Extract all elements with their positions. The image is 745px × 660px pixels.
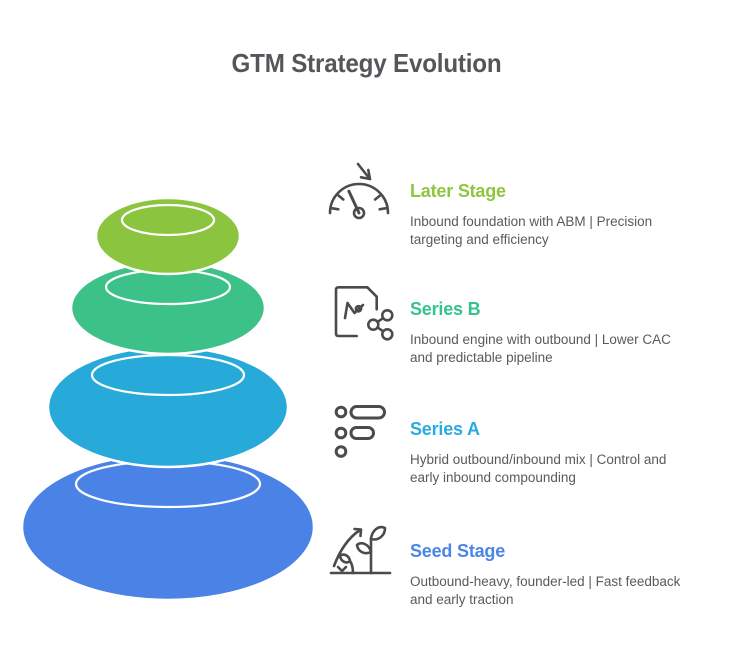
later-stage-stone-rim <box>120 203 216 237</box>
document-chart-share-icon <box>330 282 394 352</box>
series-b-stone <box>69 260 267 356</box>
stage-description: Inbound foundation with ABM | Precision … <box>410 214 653 247</box>
stage-description: Outbound-heavy, founder-led | Fast feedb… <box>410 574 681 607</box>
stage-title: Seed Stage <box>410 541 506 561</box>
stage-later-stage: Later Stage Inbound foundation with ABM … <box>410 180 710 248</box>
series-a-stone <box>46 345 290 469</box>
stage-series-b: Series B Inbound engine with outbound | … <box>410 298 710 366</box>
seed-stage-stone <box>20 452 316 602</box>
checklist-icon <box>330 400 390 460</box>
stage-title: Later Stage <box>410 181 506 201</box>
stage-description: Inbound engine with outbound | Lower CAC… <box>410 332 671 365</box>
speedometer-arrow-icon <box>328 162 392 224</box>
sprout-growth-icon <box>328 520 396 588</box>
stage-title: Series B <box>410 299 481 319</box>
stage-title: Series A <box>410 419 480 439</box>
stage-seed-stage: Seed Stage Outbound-heavy, founder-led |… <box>410 540 710 608</box>
page-title: GTM Strategy Evolution <box>231 48 502 78</box>
stage-series-a: Series A Hybrid outbound/inbound mix | C… <box>410 418 710 486</box>
stage-description: Hybrid outbound/inbound mix | Control an… <box>410 452 667 485</box>
